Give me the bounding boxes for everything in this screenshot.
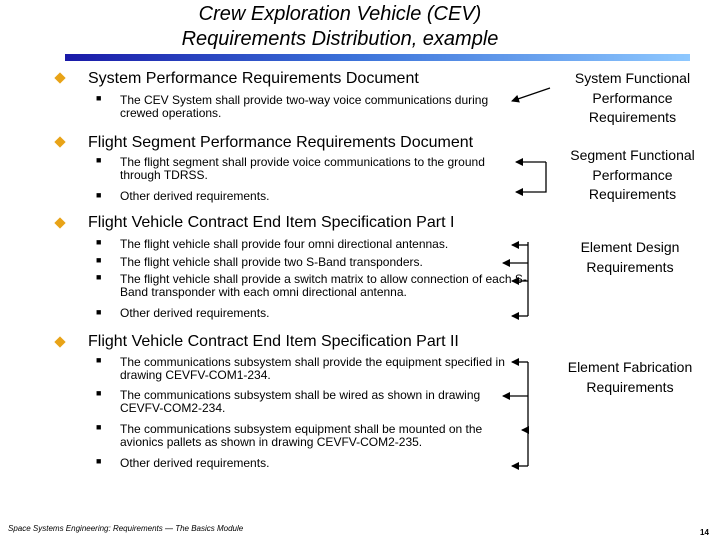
bullet-dot-icon: ■ bbox=[96, 422, 102, 432]
bullet-dot-icon: ■ bbox=[96, 307, 102, 317]
section-heading: Flight Vehicle Contract End Item Specifi… bbox=[88, 333, 459, 350]
bullet-text: The flight vehicle shall provide four om… bbox=[120, 237, 449, 251]
section-heading: Flight Vehicle Contract End Item Specifi… bbox=[88, 214, 455, 231]
arrow-icon bbox=[511, 87, 551, 103]
slide-title: Crew Exploration Vehicle (CEV) Requireme… bbox=[0, 2, 680, 52]
category-label: System Functional Performance Requiremen… bbox=[574, 70, 691, 125]
title-underline-bar bbox=[65, 54, 690, 61]
bullet-dot-icon: ■ bbox=[96, 456, 102, 466]
category-label: Element Fabrication Requirements bbox=[567, 359, 693, 395]
bullet-dot-icon: ■ bbox=[96, 272, 102, 282]
section-heading: System Performance Requirements Document bbox=[88, 70, 419, 87]
bullet-dot-icon: ■ bbox=[96, 255, 102, 265]
bullet-text: The CEV System shall provide two-way voi… bbox=[120, 93, 489, 120]
bullet-text: The communications subsystem shall be wi… bbox=[120, 388, 481, 415]
arrow-icon bbox=[515, 162, 547, 196]
bullet-text: The flight segment shall provide voice c… bbox=[120, 155, 485, 182]
footer-text: Space Systems Engineering: Requirements … bbox=[8, 524, 244, 533]
bullet-dot-icon: ■ bbox=[96, 190, 102, 200]
title-line-2: Requirements Distribution, example bbox=[181, 28, 499, 50]
bullet-dot-icon: ■ bbox=[96, 93, 102, 103]
bullet-dot-icon: ■ bbox=[96, 388, 102, 398]
bullet-dot-icon: ■ bbox=[96, 237, 102, 247]
bullet-text: The flight vehicle shall provide two S-B… bbox=[120, 255, 423, 269]
section-heading: Flight Segment Performance Requirements … bbox=[88, 134, 474, 151]
category-label: Element Design Requirements bbox=[580, 239, 680, 275]
page-number: 14 bbox=[700, 528, 709, 537]
category-label: Segment Functional Performance Requireme… bbox=[570, 147, 695, 202]
bullet-dot-icon: ■ bbox=[96, 155, 102, 165]
bullet-dot-icon: ■ bbox=[96, 355, 102, 365]
bullet-text: The flight vehicle shall provide a switc… bbox=[120, 272, 527, 299]
bullet-text: The communications subsystem shall provi… bbox=[120, 355, 505, 382]
bullet-text: Other derived requirements. bbox=[120, 306, 270, 320]
bullet-text: The communications subsystem equipment s… bbox=[120, 422, 483, 449]
title-line-1: Crew Exploration Vehicle (CEV) bbox=[198, 3, 482, 25]
bullet-text: Other derived requirements. bbox=[120, 189, 270, 203]
bullet-text: Other derived requirements. bbox=[120, 456, 270, 470]
